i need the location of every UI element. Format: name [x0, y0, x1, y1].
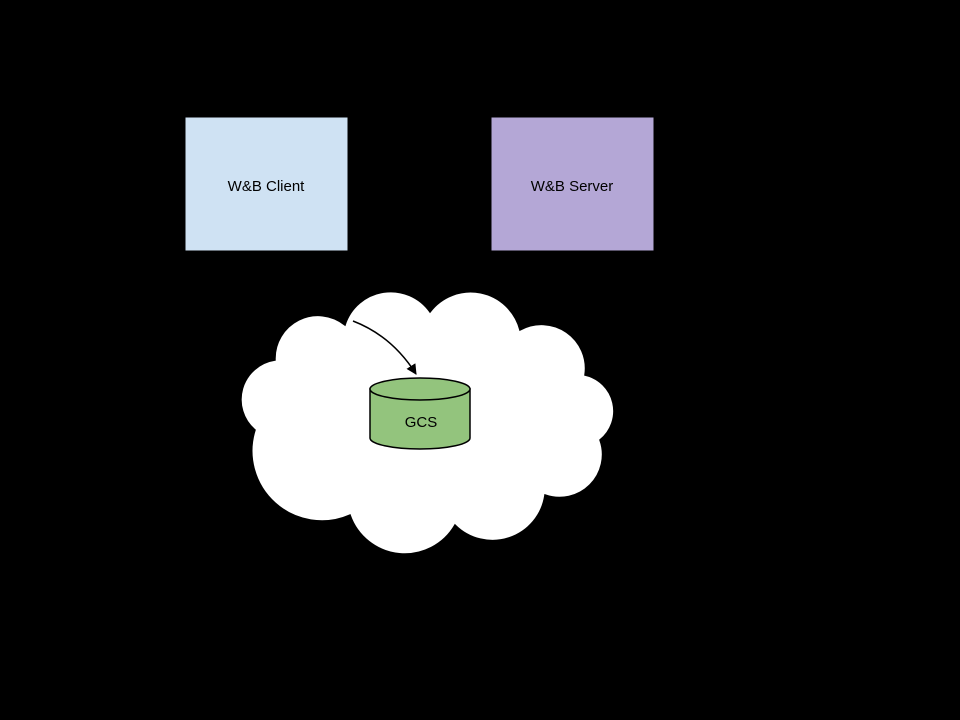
- gcs-label: GCS: [405, 414, 438, 431]
- server-box: [490, 116, 655, 252]
- gcs-cylinder: [369, 377, 471, 450]
- cloud-to-gcs-arrow: [352, 320, 417, 375]
- server-box-label: W&B Server: [531, 178, 614, 195]
- client-box-label: W&B Client: [228, 178, 306, 195]
- gcs-cylinder-body: [369, 388, 471, 450]
- client-box: [184, 116, 349, 252]
- gcs-cylinder-top: [369, 377, 471, 401]
